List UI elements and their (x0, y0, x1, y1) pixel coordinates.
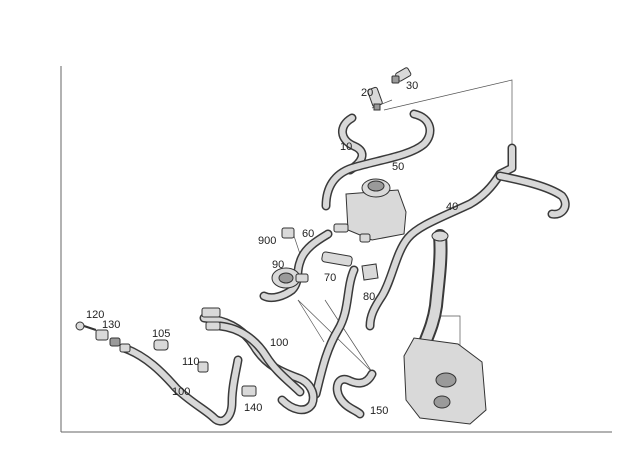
callout-100-upper: 100 (270, 337, 288, 349)
bracket-part-70 (321, 251, 353, 267)
clamp-part-80 (361, 263, 379, 281)
callout-50: 50 (392, 161, 404, 173)
callout-120: 120 (86, 309, 104, 321)
hose-part-100-left (119, 343, 243, 426)
clip-part-900 (281, 227, 295, 239)
coolant-expansion-tank (333, 178, 407, 243)
hose-central (311, 265, 359, 399)
clip-part-140 (241, 385, 257, 397)
diagram-frame (60, 66, 612, 433)
callout-140: 140 (244, 402, 262, 414)
connector-part-30 (391, 67, 412, 84)
hose-part-105 (153, 339, 169, 351)
callout-130: 130 (102, 319, 120, 331)
connector-part-20 (367, 86, 383, 111)
hose-part-40 (365, 143, 570, 331)
washer-reservoir (403, 229, 487, 425)
callout-70: 70 (324, 272, 336, 284)
clip-part-110 (197, 361, 209, 373)
bolt-part-120 (75, 321, 97, 331)
callout-105: 105 (152, 328, 170, 340)
callout-30: 30 (406, 80, 418, 92)
callout-10: 10 (340, 141, 352, 153)
callout-90: 90 (272, 259, 284, 271)
callout-labels: 10 20 30 40 50 60 70 80 90 100 100 105 1… (86, 80, 458, 417)
pump-part-90 (271, 267, 309, 289)
callout-60: 60 (302, 228, 314, 240)
hose-part-50 (321, 109, 435, 211)
callout-100-lower: 100 (172, 386, 190, 398)
callout-900: 900 (258, 235, 276, 247)
callout-110: 110 (182, 356, 200, 368)
bracket-part-130 (95, 329, 131, 353)
callout-80: 80 (363, 291, 375, 303)
hose-part-100-right (199, 307, 318, 415)
hose-part-150 (332, 369, 377, 419)
callout-150: 150 (370, 405, 388, 417)
callout-20: 20 (361, 87, 373, 99)
callout-40: 40 (446, 201, 458, 213)
